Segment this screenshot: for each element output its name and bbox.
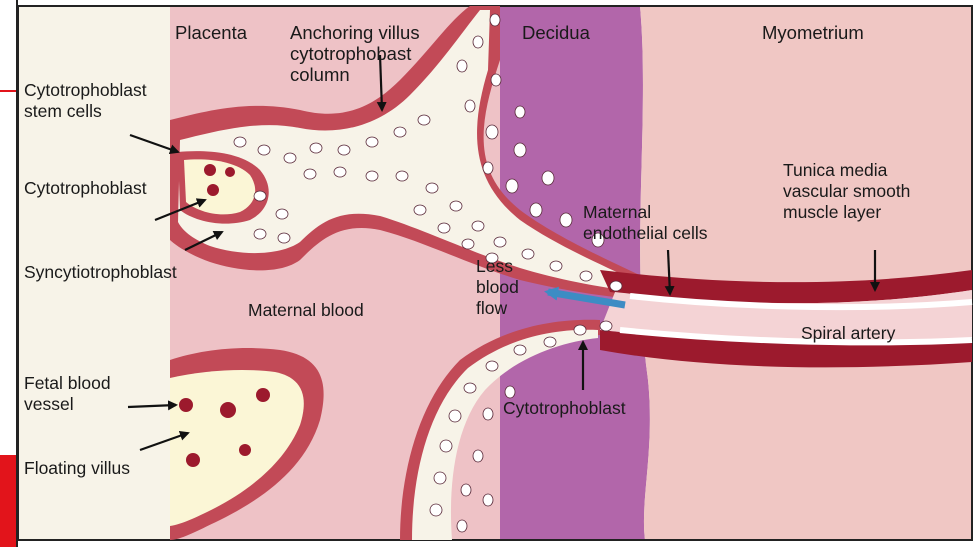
trophoblast-cell xyxy=(449,410,461,422)
trophoblast-cell xyxy=(440,440,452,452)
fetal-vessel-dot xyxy=(220,402,236,418)
trophoblast-cell xyxy=(310,143,322,153)
trophoblast-cell xyxy=(276,209,288,219)
trophoblast-cell xyxy=(426,183,438,193)
trophoblast-cell xyxy=(514,345,526,355)
trophoblast-cell xyxy=(580,271,592,281)
trophoblast-cell xyxy=(574,325,586,335)
trophoblast-cell xyxy=(258,145,270,155)
trophoblast-cell xyxy=(450,201,462,211)
trophoblast-cell xyxy=(464,383,476,393)
label-cytotrophoblast-stem-cells: Cytotrophoblast stem cells xyxy=(24,80,147,122)
trophoblast-cell xyxy=(366,137,378,147)
trophoblast-cell xyxy=(483,408,493,420)
trophoblast-cell xyxy=(457,60,467,72)
red-accent-line xyxy=(0,90,18,92)
trophoblast-cell xyxy=(457,520,467,532)
trophoblast-cell xyxy=(505,386,515,398)
trophoblast-cell xyxy=(461,484,471,496)
trophoblast-cell xyxy=(234,137,246,147)
trophoblast-cell xyxy=(486,125,498,139)
region-label-decidua: Decidua xyxy=(522,22,590,43)
label-floating-villus: Floating villus xyxy=(24,458,130,479)
trophoblast-cell xyxy=(394,127,406,137)
trophoblast-cell xyxy=(542,171,554,185)
label-maternal-endothelial-cells: Maternal endothelial cells xyxy=(583,202,708,244)
label-cytotrophoblast-lower: Cytotrophoblast xyxy=(503,398,626,419)
red-accent-block xyxy=(0,455,16,547)
fetal-vessel-dot xyxy=(225,167,235,177)
label-less-blood-flow: Less blood flow xyxy=(476,256,519,319)
trophoblast-cell xyxy=(514,143,526,157)
label-fetal-blood-vessel: Fetal blood vessel xyxy=(24,373,111,415)
trophoblast-cell xyxy=(472,221,484,231)
trophoblast-cell xyxy=(560,213,572,227)
fetal-vessel-dot xyxy=(239,444,251,456)
trophoblast-cell xyxy=(494,237,506,247)
myometrium-region xyxy=(640,6,972,540)
trophoblast-cell xyxy=(486,361,498,371)
trophoblast-cell xyxy=(465,100,475,112)
label-syncytiotrophoblast: Syncytiotrophoblast xyxy=(24,262,177,283)
region-label-myometrium: Myometrium xyxy=(762,22,864,43)
trophoblast-cell xyxy=(396,171,408,181)
trophoblast-cell xyxy=(483,494,493,506)
trophoblast-cell xyxy=(530,203,542,217)
fetal-vessel-dot xyxy=(179,398,193,412)
fetal-vessel-dot xyxy=(204,164,216,176)
trophoblast-cell xyxy=(483,162,493,174)
trophoblast-cell xyxy=(418,115,430,125)
trophoblast-cell xyxy=(490,14,500,26)
trophoblast-cell xyxy=(473,36,483,48)
trophoblast-cell xyxy=(334,167,346,177)
trophoblast-cell xyxy=(506,179,518,193)
trophoblast-cell xyxy=(254,229,266,239)
trophoblast-cell xyxy=(438,223,450,233)
trophoblast-cell xyxy=(462,239,474,249)
trophoblast-cell xyxy=(278,233,290,243)
trophoblast-cell xyxy=(522,249,534,259)
trophoblast-cell xyxy=(414,205,426,215)
label-spiral-artery: Spiral artery xyxy=(801,323,895,344)
trophoblast-cell xyxy=(254,191,266,201)
trophoblast-cell xyxy=(284,153,296,163)
fetal-vessel-dot xyxy=(207,184,219,196)
fetal-vessel-dot xyxy=(256,388,270,402)
label-maternal-blood: Maternal blood xyxy=(248,300,364,321)
trophoblast-cell xyxy=(610,281,622,291)
trophoblast-cell xyxy=(515,106,525,118)
trophoblast-cell xyxy=(600,321,612,331)
trophoblast-cell xyxy=(434,472,446,484)
label-cytotrophoblast-upper: Cytotrophoblast xyxy=(24,178,147,199)
trophoblast-cell xyxy=(366,171,378,181)
label-tunica-media: Tunica media vascular smooth muscle laye… xyxy=(783,160,910,223)
trophoblast-cell xyxy=(304,169,316,179)
trophoblast-cell xyxy=(491,74,501,86)
trophoblast-cell xyxy=(338,145,350,155)
trophoblast-cell xyxy=(473,450,483,462)
trophoblast-cell xyxy=(550,261,562,271)
trophoblast-cell xyxy=(430,504,442,516)
region-label-anchoring-villus: Anchoring villus cytotrophobast column xyxy=(290,22,420,85)
fetal-vessel-dot xyxy=(186,453,200,467)
trophoblast-cell xyxy=(544,337,556,347)
region-label-placenta: Placenta xyxy=(175,22,247,43)
